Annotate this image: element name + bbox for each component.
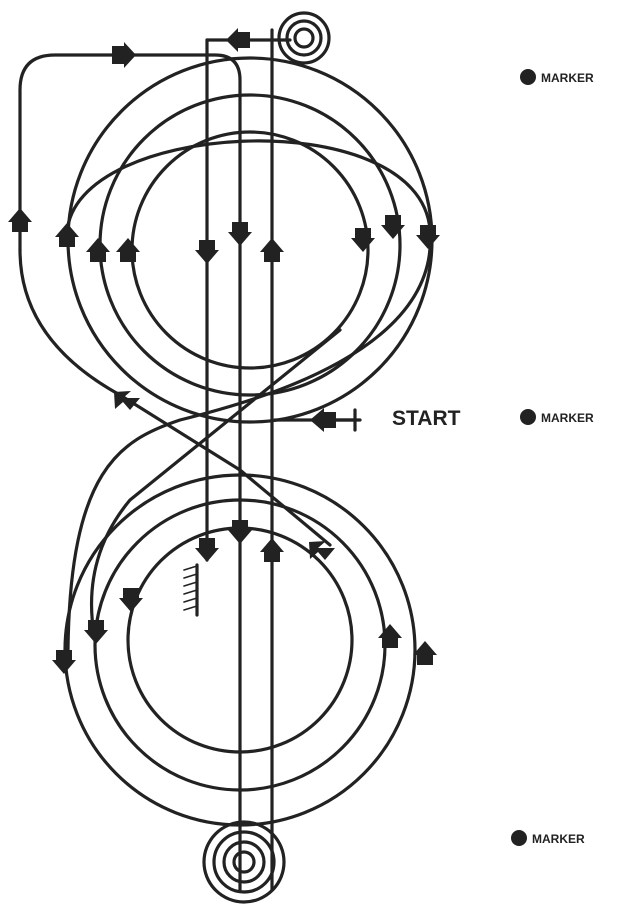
arrow-up-icon	[116, 238, 140, 262]
arrow-down-icon	[84, 620, 108, 644]
marker-top: MARKER	[520, 69, 594, 85]
arrow-up-icon	[55, 223, 79, 247]
arrow-down-icon	[119, 588, 143, 612]
start-label: START	[392, 407, 461, 430]
arrow-up-icon	[86, 238, 110, 262]
arrow-down-icon	[195, 240, 219, 264]
arrow-up-icon	[8, 208, 32, 232]
arrow-left-icon	[226, 28, 250, 52]
arrow-upleft-icon	[114, 391, 140, 410]
marker-dot-icon	[511, 830, 527, 846]
connector-lines	[18, 28, 362, 892]
arrow-left-icon	[310, 408, 336, 432]
arrow-down-icon	[228, 222, 252, 246]
marker-label: MARKER	[541, 411, 594, 425]
marker-middle: MARKER	[520, 409, 594, 425]
arrow-right-icon	[112, 42, 136, 68]
marker-dot-icon	[520, 409, 536, 425]
hatch-mark	[183, 563, 199, 617]
marker-label: MARKER	[532, 832, 585, 846]
arrow-up-icon	[260, 238, 284, 262]
arrow-upleft-icon	[309, 541, 335, 560]
marker-label: MARKER	[541, 71, 594, 85]
arrow-up-icon	[378, 624, 402, 648]
arrow-down-icon	[52, 650, 76, 674]
bottom-spiral	[202, 820, 286, 904]
arrow-down-icon	[381, 215, 405, 239]
arrow-up-icon	[260, 538, 284, 562]
marker-bottom: MARKER	[511, 830, 585, 846]
upper-circles	[66, 56, 434, 424]
arrow-up-icon	[413, 641, 437, 665]
arrow-down-icon	[195, 538, 219, 562]
marker-dot-icon	[520, 69, 536, 85]
arrow-down-icon	[351, 228, 375, 252]
arrow-down-icon	[228, 520, 252, 544]
direction-arrows	[8, 28, 440, 674]
top-spiral	[277, 11, 331, 65]
arrow-down-icon	[416, 225, 440, 249]
upper-loop-outer	[65, 139, 432, 652]
